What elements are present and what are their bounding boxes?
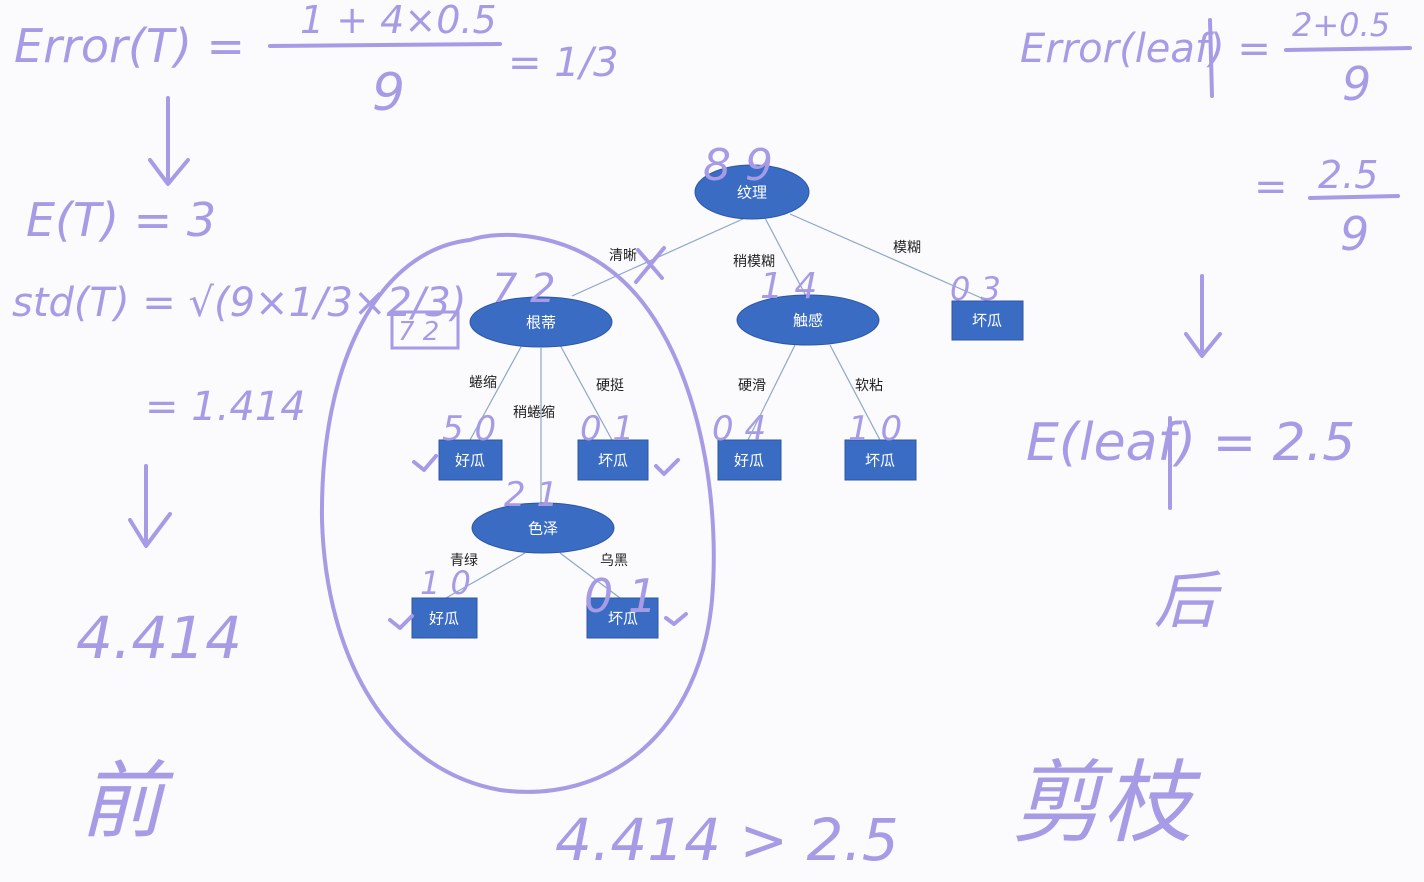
node-chugan: 触感 bbox=[736, 294, 880, 346]
ink-fraction-bar-left bbox=[268, 42, 502, 48]
ink-arrow-down-1 bbox=[148, 96, 190, 186]
ink-fraction-bar-right-1 bbox=[1284, 46, 1412, 52]
leaf-label: 坏瓜 bbox=[598, 452, 628, 470]
edge-label-ruannian: 软粘 bbox=[855, 378, 883, 394]
leaf-quansuo-good: 好瓜 bbox=[438, 439, 503, 481]
leaf-ruannian-bad: 坏瓜 bbox=[844, 439, 917, 481]
ink-count-wuhei: 0 1 bbox=[584, 569, 657, 623]
ink-box-counts bbox=[390, 310, 460, 350]
edge-label-yinghua: 硬滑 bbox=[738, 377, 766, 394]
tree-edges bbox=[445, 213, 987, 599]
edge-label-qinglv: 青绿 bbox=[450, 553, 478, 569]
leaf-label: 好瓜 bbox=[429, 610, 459, 628]
ink-arrow-down-2 bbox=[128, 464, 172, 548]
ink-error-t-denominator: 9 bbox=[372, 63, 405, 123]
ink-equals-third: = 1/3 bbox=[508, 40, 619, 86]
ink-count-ruannian: 1 0 bbox=[848, 409, 902, 449]
leaf-yinghua-good: 好瓜 bbox=[717, 439, 782, 481]
ink-e-leaf: E(leaf) = 2.5 bbox=[1026, 413, 1355, 473]
ink-count-qinglv: 1 0 bbox=[420, 564, 471, 602]
tree-nodes: 纹理 根蒂 触感 色泽 坏瓜 好瓜 坏瓜 好瓜 bbox=[411, 164, 1024, 639]
ink-total-before: 4.414 bbox=[76, 604, 242, 672]
ink-check-qinglv bbox=[388, 614, 414, 630]
leaf-yingting-bad: 坏瓜 bbox=[577, 439, 649, 481]
edge-label-quansuo: 蜷缩 bbox=[469, 375, 497, 391]
ink-check-quansuo bbox=[412, 454, 438, 472]
ink-e-t: E(T) = 3 bbox=[26, 193, 216, 247]
edge-sezhe-qinglv bbox=[445, 552, 526, 599]
ink-error-leaf: Error(leaf) = bbox=[1020, 26, 1271, 72]
edge-chugan-ruannian bbox=[829, 344, 881, 441]
edge-chugan-yinghua bbox=[747, 344, 796, 441]
ink-box-counts-text: 7 2 bbox=[398, 317, 439, 347]
ink-after-char: 后 bbox=[1154, 564, 1222, 637]
leaf-mohu-bad: 坏瓜 bbox=[951, 300, 1024, 341]
leaf-label: 坏瓜 bbox=[972, 312, 1002, 330]
ink-count-sezhe: 2 1 bbox=[504, 475, 558, 515]
node-label: 根蒂 bbox=[526, 314, 556, 332]
ink-count-chugan: 1 4 bbox=[760, 266, 817, 307]
node-label: 色泽 bbox=[528, 520, 558, 538]
ink-equals-right: = bbox=[1254, 164, 1288, 210]
ink-leaf-stroke bbox=[1208, 18, 1214, 98]
ink-count-root: 8 9 bbox=[703, 140, 773, 191]
ink-error-t: Error(T) = bbox=[14, 19, 245, 73]
ink-before-char: 前 bbox=[80, 752, 174, 850]
edge-label-shaomohu: 稍模糊 bbox=[733, 254, 775, 270]
edge-label-qingxi: 清晰 bbox=[609, 248, 637, 264]
edge-root-chugan bbox=[764, 217, 807, 297]
ink-compare: 4.414 > 2.5 bbox=[555, 806, 899, 874]
ink-count-yinghua: 0 4 bbox=[712, 409, 766, 449]
ink-arrow-down-right bbox=[1184, 274, 1222, 358]
edge-labels: 清晰 稍模糊 模糊 蜷缩 稍蜷缩 硬挺 硬滑 软粘 青绿 乌黑 bbox=[450, 240, 921, 569]
edge-label-shaoquansuo: 稍蜷缩 bbox=[513, 405, 555, 421]
ink-circle-subtree bbox=[319, 232, 716, 794]
edge-gendi-yingting bbox=[559, 344, 613, 441]
edge-label-wuhei: 乌黑 bbox=[600, 553, 628, 569]
ink-fraction-bar-right-2 bbox=[1308, 194, 1400, 200]
leaf-qinglv-good: 好瓜 bbox=[411, 597, 478, 639]
node-label: 触感 bbox=[793, 312, 823, 330]
ink-count-mohu: 0 3 bbox=[950, 270, 1001, 308]
ink-prune-chars: 剪枝 bbox=[1012, 751, 1202, 856]
node-sezhe: 色泽 bbox=[471, 502, 615, 554]
ink-check-wuhei bbox=[664, 612, 688, 626]
ink-std-value: = 1.414 bbox=[145, 384, 306, 430]
ink-error-leaf-den: 9 bbox=[1342, 57, 1371, 111]
edge-gendi-quansuo bbox=[469, 344, 523, 441]
edge-label-yingting: 硬挺 bbox=[596, 378, 624, 394]
node-label: 纹理 bbox=[737, 184, 767, 202]
edge-sezhe-wuhei bbox=[559, 552, 621, 599]
ink-check-yingting bbox=[654, 458, 680, 476]
ink-error-t-numerator: 1 + 4×0.5 bbox=[300, 0, 497, 42]
ink-eq-den: 9 bbox=[1340, 207, 1369, 261]
leaf-label: 好瓜 bbox=[455, 452, 485, 470]
leaf-label: 坏瓜 bbox=[865, 452, 895, 470]
ink-annotations: Error(T) = 1 + 4×0.5 9 = 1/3 E(T) = 3 st… bbox=[12, 0, 1412, 874]
ink-cross-mark bbox=[634, 246, 666, 284]
ink-count-gendi: 7 2 bbox=[492, 266, 556, 312]
ink-count-quansuo: 5 0 bbox=[442, 409, 496, 449]
ink-error-leaf-num: 2+0.5 bbox=[1292, 6, 1390, 44]
edge-root-mohu bbox=[789, 213, 987, 301]
node-gendi: 根蒂 bbox=[469, 296, 613, 348]
ink-eq-num: 2.5 bbox=[1318, 153, 1378, 197]
leaf-label: 好瓜 bbox=[734, 452, 764, 470]
ink-count-yingting: 0 1 bbox=[580, 409, 634, 449]
leaf-wuhei-bad: 坏瓜 bbox=[586, 597, 659, 639]
node-root-wenli: 纹理 bbox=[694, 164, 810, 220]
edge-label-mohu: 模糊 bbox=[893, 240, 921, 256]
leaf-label: 坏瓜 bbox=[608, 610, 638, 628]
